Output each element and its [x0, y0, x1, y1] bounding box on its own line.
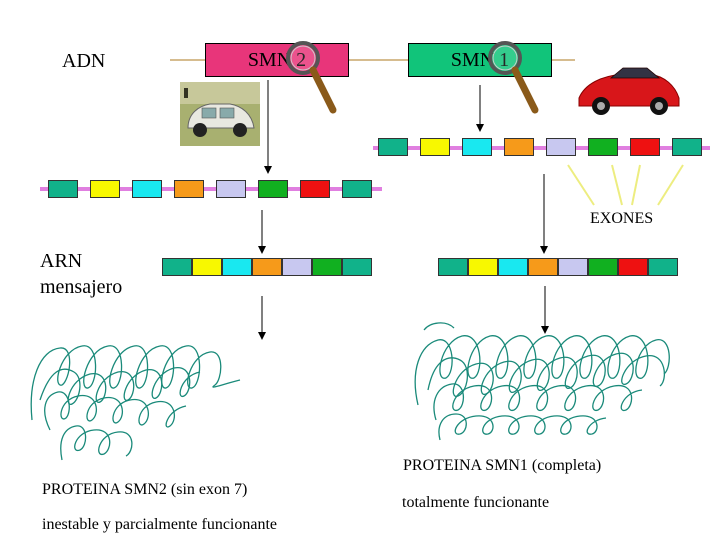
smn1-dna-exon-8	[672, 138, 702, 156]
protein-smn1-squiggle	[414, 322, 670, 441]
smn2-dna-exon-6	[258, 180, 288, 198]
smn2-mrna-exon-6	[312, 258, 342, 276]
smn2-dna-exon-2	[90, 180, 120, 198]
smn1-mrna-exon-2	[468, 258, 498, 276]
smn2-mrna-exon-7	[342, 258, 372, 276]
smn1-gene-label: SMN 1	[450, 49, 510, 71]
smn2-dna-exon-7	[300, 180, 330, 198]
smn1-mrna-exon-6	[588, 258, 618, 276]
smn1-mrna-exon-7	[618, 258, 648, 276]
smn2-mrna-exon-1	[162, 258, 192, 276]
smn1-dna-exon-3	[462, 138, 492, 156]
smn1-dna-exon-7	[630, 138, 660, 156]
protein1-title: PROTEINA SMN1 (completa)	[403, 457, 602, 474]
smn2-mrna-exon-3	[222, 258, 252, 276]
smn1-dna-exon-5	[546, 138, 576, 156]
protein1-desc: totalmente funcionante	[402, 494, 550, 511]
smn1-gene-box: SMN 1	[408, 43, 552, 77]
protein2-desc: inestable y parcialmente funcionante	[42, 516, 278, 533]
smn2-dna-exon-1	[48, 180, 78, 198]
magnifier-icon	[488, 41, 539, 114]
smn2-mrna-exon-2	[192, 258, 222, 276]
arn-label: ARN mensajero	[40, 248, 122, 300]
smn2-mrna-exon-5	[282, 258, 312, 276]
smn1-mrna-exon-8	[648, 258, 678, 276]
exon-pointers	[567, 164, 684, 206]
smn2-dna-exon-3	[132, 180, 162, 198]
smn1-dna-exon-4	[504, 138, 534, 156]
smn1-dna-exon-6	[588, 138, 618, 156]
protein-smn2-squiggle	[30, 345, 241, 461]
smn2-dna-exon-4	[174, 180, 204, 198]
protein2-title: PROTEINA SMN2 (sin exon 7)	[42, 481, 248, 498]
old-car-icon	[180, 82, 260, 146]
smn1-mrna-exon-5	[558, 258, 588, 276]
sports-car-icon	[575, 50, 683, 122]
smn1-mrna-exon-4	[528, 258, 558, 276]
magnifier-icon	[286, 41, 337, 114]
smn1-mrna-exon-3	[498, 258, 528, 276]
arn-label-line2: mensajero	[40, 276, 123, 298]
smn1-mrna-exon-1	[438, 258, 468, 276]
smn2-dna-exon-5	[216, 180, 246, 198]
smn1-dna-exon-2	[420, 138, 450, 156]
smn1-dna-exon-1	[378, 138, 408, 156]
smn2-mrna-exon-4	[252, 258, 282, 276]
smn2-dna-exon-8	[342, 180, 372, 198]
adn-label: ADN	[62, 50, 106, 72]
arn-label-line1: ARN	[40, 250, 83, 272]
exones-label: EXONES	[590, 210, 654, 227]
